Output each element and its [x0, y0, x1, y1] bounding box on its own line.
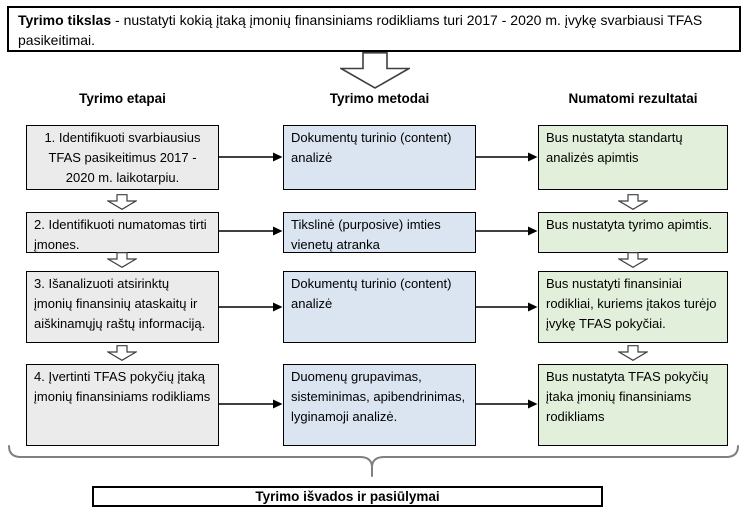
column-header-rezultatai: Numatomi rezultatai: [568, 91, 698, 106]
down-block-arrow-icon: [340, 52, 410, 89]
research-goal-text: - nustatyti kokią įtaką įmonių finansini…: [18, 12, 703, 48]
result-4-box: Bus nustatyta TFAS pokyčių įtaka įmonių …: [538, 364, 728, 446]
stage-2-box: 2. Identifikuoti numatomas tirti įmones.: [26, 212, 219, 253]
down-arrow-icon: [618, 252, 648, 268]
right-arrow-icon: [476, 152, 538, 162]
column-header-metodai: Tyrimo metodai: [329, 91, 430, 106]
right-arrow-icon: [219, 152, 283, 162]
down-arrow-icon: [618, 194, 648, 210]
method-4-box: Duomenų grupavimas, sisteminimas, apiben…: [283, 364, 476, 446]
conclusions-box: Tyrimo išvados ir pasiūlymai: [92, 486, 603, 507]
conclusions-label: Tyrimo išvados ir pasiūlymai: [255, 489, 440, 504]
right-arrow-icon: [219, 226, 283, 236]
stage-1-box: 1. Identifikuoti svarbiausius TFAS pasik…: [26, 125, 219, 190]
result-1-box: Bus nustatyta standartų analizės apimtis: [538, 125, 728, 190]
down-arrow-icon: [107, 194, 137, 210]
right-arrow-icon: [219, 399, 283, 409]
stage-4-box: 4. Įvertinti TFAS pokyčių įtaką įmonių f…: [26, 364, 219, 446]
right-arrow-icon: [476, 399, 538, 409]
right-arrow-icon: [476, 302, 538, 312]
stage-3-box: 3. Išanalizuoti atsirinktų įmonių finans…: [26, 271, 219, 343]
method-1-box: Dokumentų turinio (content) analizė: [283, 125, 476, 190]
result-2-box: Bus nustatyta tyrimo apimtis.: [538, 212, 728, 253]
down-arrow-icon: [618, 345, 648, 361]
research-goal-box: Tyrimo tikslas - nustatyti kokią įtaką į…: [7, 6, 741, 52]
right-arrow-icon: [219, 302, 283, 312]
down-arrow-icon: [107, 252, 137, 268]
column-header-etapai: Tyrimo etapai: [79, 91, 166, 106]
result-3-box: Bus nustatyti finansiniai rodikliai, kur…: [538, 271, 728, 343]
method-2-box: Tikslinė (purposive) imties vienetų atra…: [283, 212, 476, 253]
curly-brace: [8, 445, 739, 477]
right-arrow-icon: [476, 226, 538, 236]
down-arrow-icon: [107, 345, 137, 361]
research-goal-label: Tyrimo tikslas: [18, 12, 112, 28]
method-3-box: Dokumentų turinio (content) analizė: [283, 271, 476, 343]
